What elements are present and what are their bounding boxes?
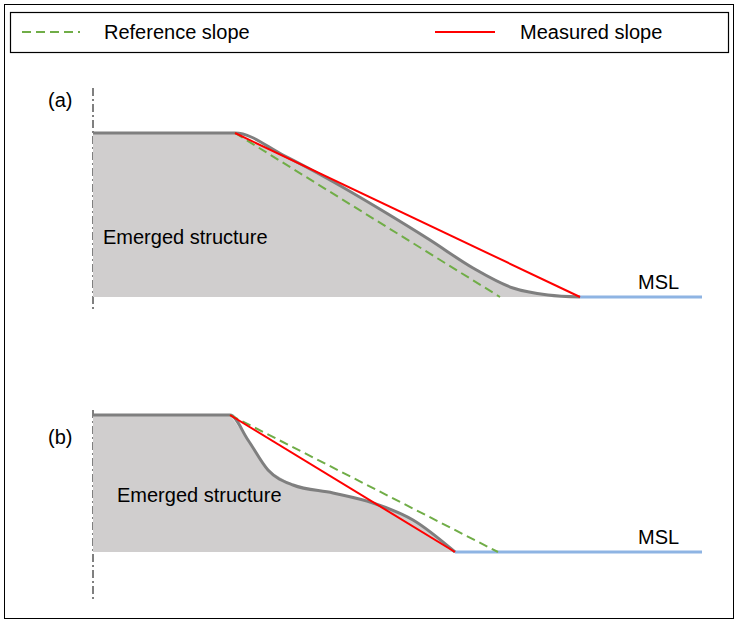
structure-label: Emerged structure [103, 225, 268, 249]
reference-slope [235, 133, 500, 297]
measured-slope [235, 133, 580, 297]
sea-level-label: MSL [638, 270, 679, 294]
emerged-structure: Emerged structure [93, 415, 455, 552]
structure-profile [93, 415, 455, 552]
legend-dashed-sample [22, 31, 80, 33]
legend-text: Reference slope [104, 20, 250, 44]
structure-fill [93, 133, 580, 297]
reference-slope [230, 415, 498, 552]
sea-level-line [455, 551, 702, 554]
measured-slope [230, 415, 455, 552]
structure-profile [93, 133, 580, 297]
outer-frame [5, 5, 734, 619]
structure-shape [93, 415, 455, 552]
sea-level-label: MSL [638, 525, 679, 549]
legend-box [11, 13, 729, 53]
panel-label: (b) [48, 425, 72, 449]
panel-label: (a) [48, 88, 72, 112]
structure-fill [93, 415, 455, 552]
structure-shape [93, 133, 580, 297]
sea-level-line [580, 296, 702, 299]
structure-label: Emerged structure [117, 483, 282, 507]
legend-line-sample [435, 31, 495, 33]
legend-text: Measured slope [520, 20, 662, 44]
emerged-structure: Emerged structure [93, 133, 580, 297]
